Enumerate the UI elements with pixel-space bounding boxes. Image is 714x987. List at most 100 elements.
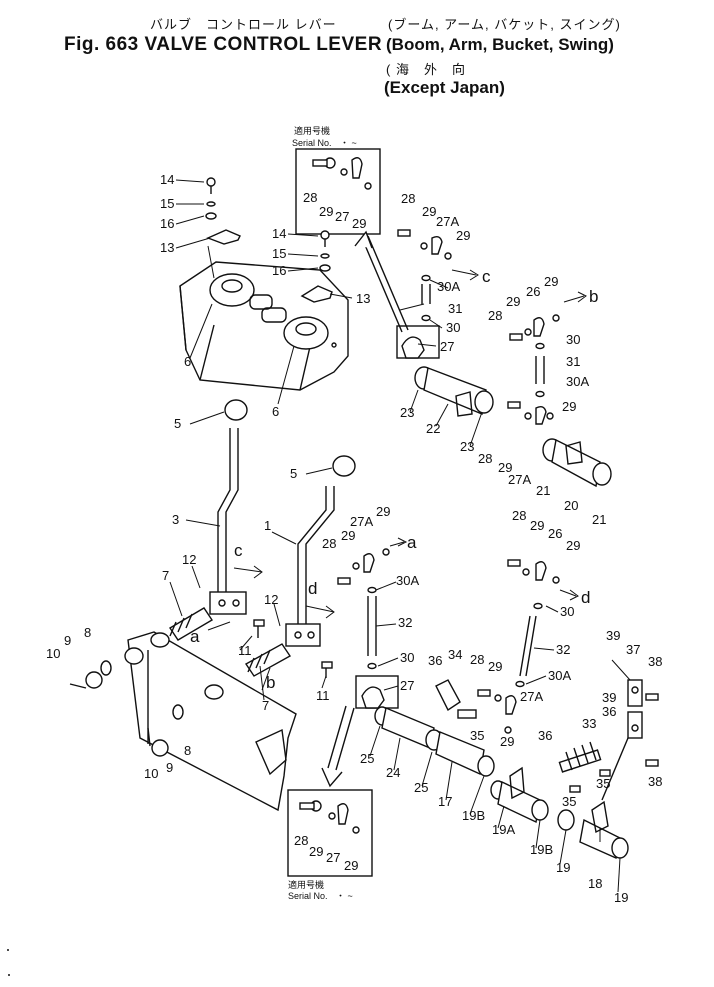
part-label: 30: [560, 604, 574, 619]
japanese-parts-list: (ブーム, アーム, バケット, スイング): [388, 17, 621, 32]
lever-3: [209, 399, 248, 615]
part-label: 6: [272, 404, 279, 419]
part-number-labels: 14 15 16 13 6 6 14 15 16 13 28 29 27 29 …: [46, 172, 662, 905]
part-label: 19A: [492, 822, 515, 837]
part-label: 34: [448, 647, 462, 662]
part-label: 9: [166, 760, 173, 775]
rod-end-26-lower: [507, 559, 560, 688]
part-label: 18: [588, 876, 602, 891]
part-label: 22: [426, 421, 440, 436]
part-label: 14: [272, 226, 286, 241]
part-label: 8: [184, 743, 191, 758]
part-label: 29: [456, 228, 470, 243]
part-label: 28: [478, 451, 492, 466]
lever-boot-right: [283, 316, 329, 350]
part-label: 27: [400, 678, 414, 693]
callout-b-upper: b: [589, 287, 598, 306]
part-label: 39: [606, 628, 620, 643]
shaft-7-lower: [244, 643, 292, 677]
part-label: 13: [356, 291, 370, 306]
region-english: (Except Japan): [384, 78, 505, 97]
part-label: 21: [536, 483, 550, 498]
callout-a-left: a: [190, 627, 200, 646]
part-label: 30A: [548, 668, 571, 683]
part-label: 29: [422, 204, 436, 219]
serial-frame-top: [295, 148, 381, 235]
cross-shaft-20: [507, 401, 612, 488]
part-label: 9: [64, 633, 71, 648]
serial-value-top: ・ ~: [340, 138, 357, 148]
cross-shaft-18: [579, 800, 629, 859]
part-label: 29: [376, 504, 390, 519]
bolt-14-right: [300, 230, 333, 303]
control-console: [179, 261, 349, 391]
part-label: 25: [414, 780, 428, 795]
japanese-title: バルブ コントロール レバー: [150, 17, 337, 32]
part-label: 25: [360, 751, 374, 766]
threaded-rod-lower: [321, 705, 355, 788]
part-label: 28: [294, 833, 308, 848]
serial-jp-bottom: 適用号機: [288, 879, 324, 890]
part-label: 15: [272, 246, 286, 261]
part-label: 38: [648, 654, 662, 669]
part-label: 11: [316, 688, 330, 703]
knob-5-right: [332, 455, 356, 477]
part-label: 23: [460, 439, 474, 454]
part-label: 28: [488, 308, 502, 323]
part-label: 29: [488, 659, 502, 674]
serial-en-top: Serial No.: [292, 138, 332, 148]
part-label: 29: [309, 844, 323, 859]
shaft-7-upper: [169, 607, 213, 641]
part-label: 27A: [520, 689, 543, 704]
lever-boot-left: [209, 273, 255, 307]
scan-speck: [8, 974, 10, 976]
callout-d-left: d: [308, 579, 317, 598]
part-label: 29: [506, 294, 520, 309]
part-label: 36: [602, 704, 616, 719]
part-label: 32: [556, 642, 570, 657]
part-label: 11: [238, 643, 252, 658]
part-label: 29: [544, 274, 558, 289]
clamp-13-left: [206, 229, 241, 245]
part-label: 29: [498, 460, 512, 475]
serial-box-bottom: 適用号機 Serial No. ・ ~: [287, 789, 373, 901]
rod-end-upper: [396, 229, 452, 359]
nut-9-lower: [147, 704, 184, 757]
part-label: 10: [46, 646, 60, 661]
part-label: 38: [648, 774, 662, 789]
bolt-11-lower: [321, 661, 333, 678]
link-37: [601, 659, 659, 801]
part-label: 30A: [396, 573, 419, 588]
scan-speck: [7, 949, 9, 951]
part-label: 24: [386, 765, 400, 780]
part-label: 27: [335, 209, 349, 224]
part-label: 7: [262, 698, 269, 713]
threaded-rod-upper: [354, 230, 409, 333]
part-label: 15: [160, 196, 174, 211]
part-label: 35: [562, 794, 576, 809]
cross-shaft-24: [374, 679, 495, 777]
part-label: 28: [322, 536, 336, 551]
rod-end-27A-right: [477, 689, 517, 734]
part-label: 12: [264, 592, 278, 607]
part-label: 10: [144, 766, 158, 781]
part-label: 5: [290, 466, 297, 481]
part-label: 19: [614, 890, 628, 905]
part-label: 33: [582, 716, 596, 731]
serial-box-top: 適用号機 Serial No. ・ ~: [292, 125, 381, 235]
part-label: 37: [626, 642, 640, 657]
part-label: 30A: [437, 279, 460, 294]
part-label: 29: [319, 204, 333, 219]
rod-end-27A-mid: [337, 548, 399, 709]
part-label: 35: [596, 776, 610, 791]
part-label: 29: [341, 528, 355, 543]
part-label: 30: [566, 332, 580, 347]
part-label: 29: [344, 858, 358, 873]
part-label: 3: [172, 512, 179, 527]
part-label: 28: [303, 190, 317, 205]
leader-lines: [169, 179, 621, 893]
rod-32-right: [519, 615, 537, 677]
callout-arrows: [207, 269, 587, 691]
part-label: 29: [566, 538, 580, 553]
